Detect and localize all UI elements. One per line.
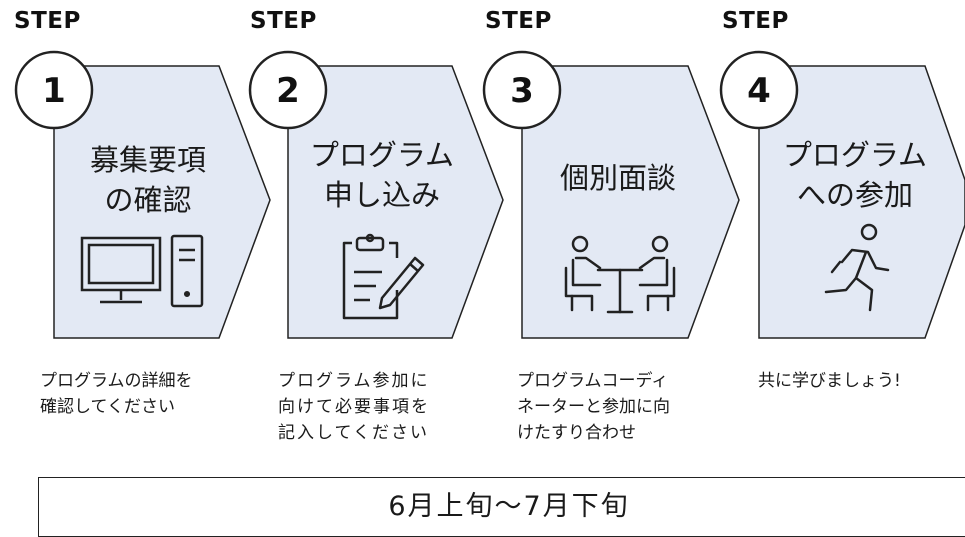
step-4-number: 4 bbox=[747, 71, 771, 111]
step-1-circle bbox=[14, 50, 94, 130]
step-3-circle bbox=[482, 50, 562, 130]
step-1-arrow bbox=[53, 65, 271, 339]
step-2-number: 2 bbox=[276, 71, 300, 111]
step-4-title-line-1: プログラム bbox=[783, 138, 927, 172]
step-4-arrow bbox=[758, 65, 965, 339]
step-1-number: 1 bbox=[42, 71, 66, 111]
step-3-arrow bbox=[521, 65, 740, 339]
step-2-arrow bbox=[287, 65, 504, 339]
step-2-circle bbox=[248, 50, 328, 130]
step-2-title-line-2: 申し込み bbox=[324, 178, 440, 212]
step-2-title-line-1: プログラム bbox=[310, 138, 454, 172]
computer-icon bbox=[80, 234, 204, 308]
clipboard-pencil-icon bbox=[342, 233, 425, 320]
step-label-1: STEP bbox=[14, 8, 81, 34]
interview-icon bbox=[564, 235, 676, 314]
step-2: 2 プログラム 申し込み bbox=[248, 50, 504, 339]
step-1-title-line-2: の確認 bbox=[104, 183, 191, 217]
step-3-number: 3 bbox=[510, 71, 534, 111]
step-4-circle bbox=[719, 50, 799, 130]
step-label-4: STEP bbox=[722, 8, 789, 34]
schedule-text: 6月上旬〜7月下旬 bbox=[388, 491, 630, 522]
steps-graphic: 1 募集要項 の確認 2 プログラム 申し込み bbox=[14, 50, 965, 339]
step-1: 1 募集要項 の確認 bbox=[14, 50, 271, 339]
step-2-description: プログラム参加に 向けて必要事項を 記入してください bbox=[278, 371, 430, 443]
step-3-title-line-1: 個別面談 bbox=[560, 161, 676, 195]
step-4-description: 共に学びましょう! bbox=[758, 371, 901, 391]
step-4-title-line-2: への参加 bbox=[797, 178, 913, 212]
schedule-box: 6月上旬〜7月下旬 bbox=[38, 477, 965, 537]
step-3: 3 個別面談 bbox=[482, 50, 740, 339]
step-1-title-line-1: 募集要項 bbox=[90, 143, 206, 177]
running-person-icon bbox=[824, 223, 890, 312]
step-4: 4 プログラム への参加 bbox=[719, 50, 965, 339]
step-label-2: STEP bbox=[250, 8, 317, 34]
step-1-description: プログラムの詳細を 確認してください bbox=[40, 371, 193, 417]
step-3-description: プログラムコーディ ネーターと参加に向 けたすり合わせ bbox=[517, 371, 670, 443]
step-label-3: STEP bbox=[485, 8, 552, 34]
